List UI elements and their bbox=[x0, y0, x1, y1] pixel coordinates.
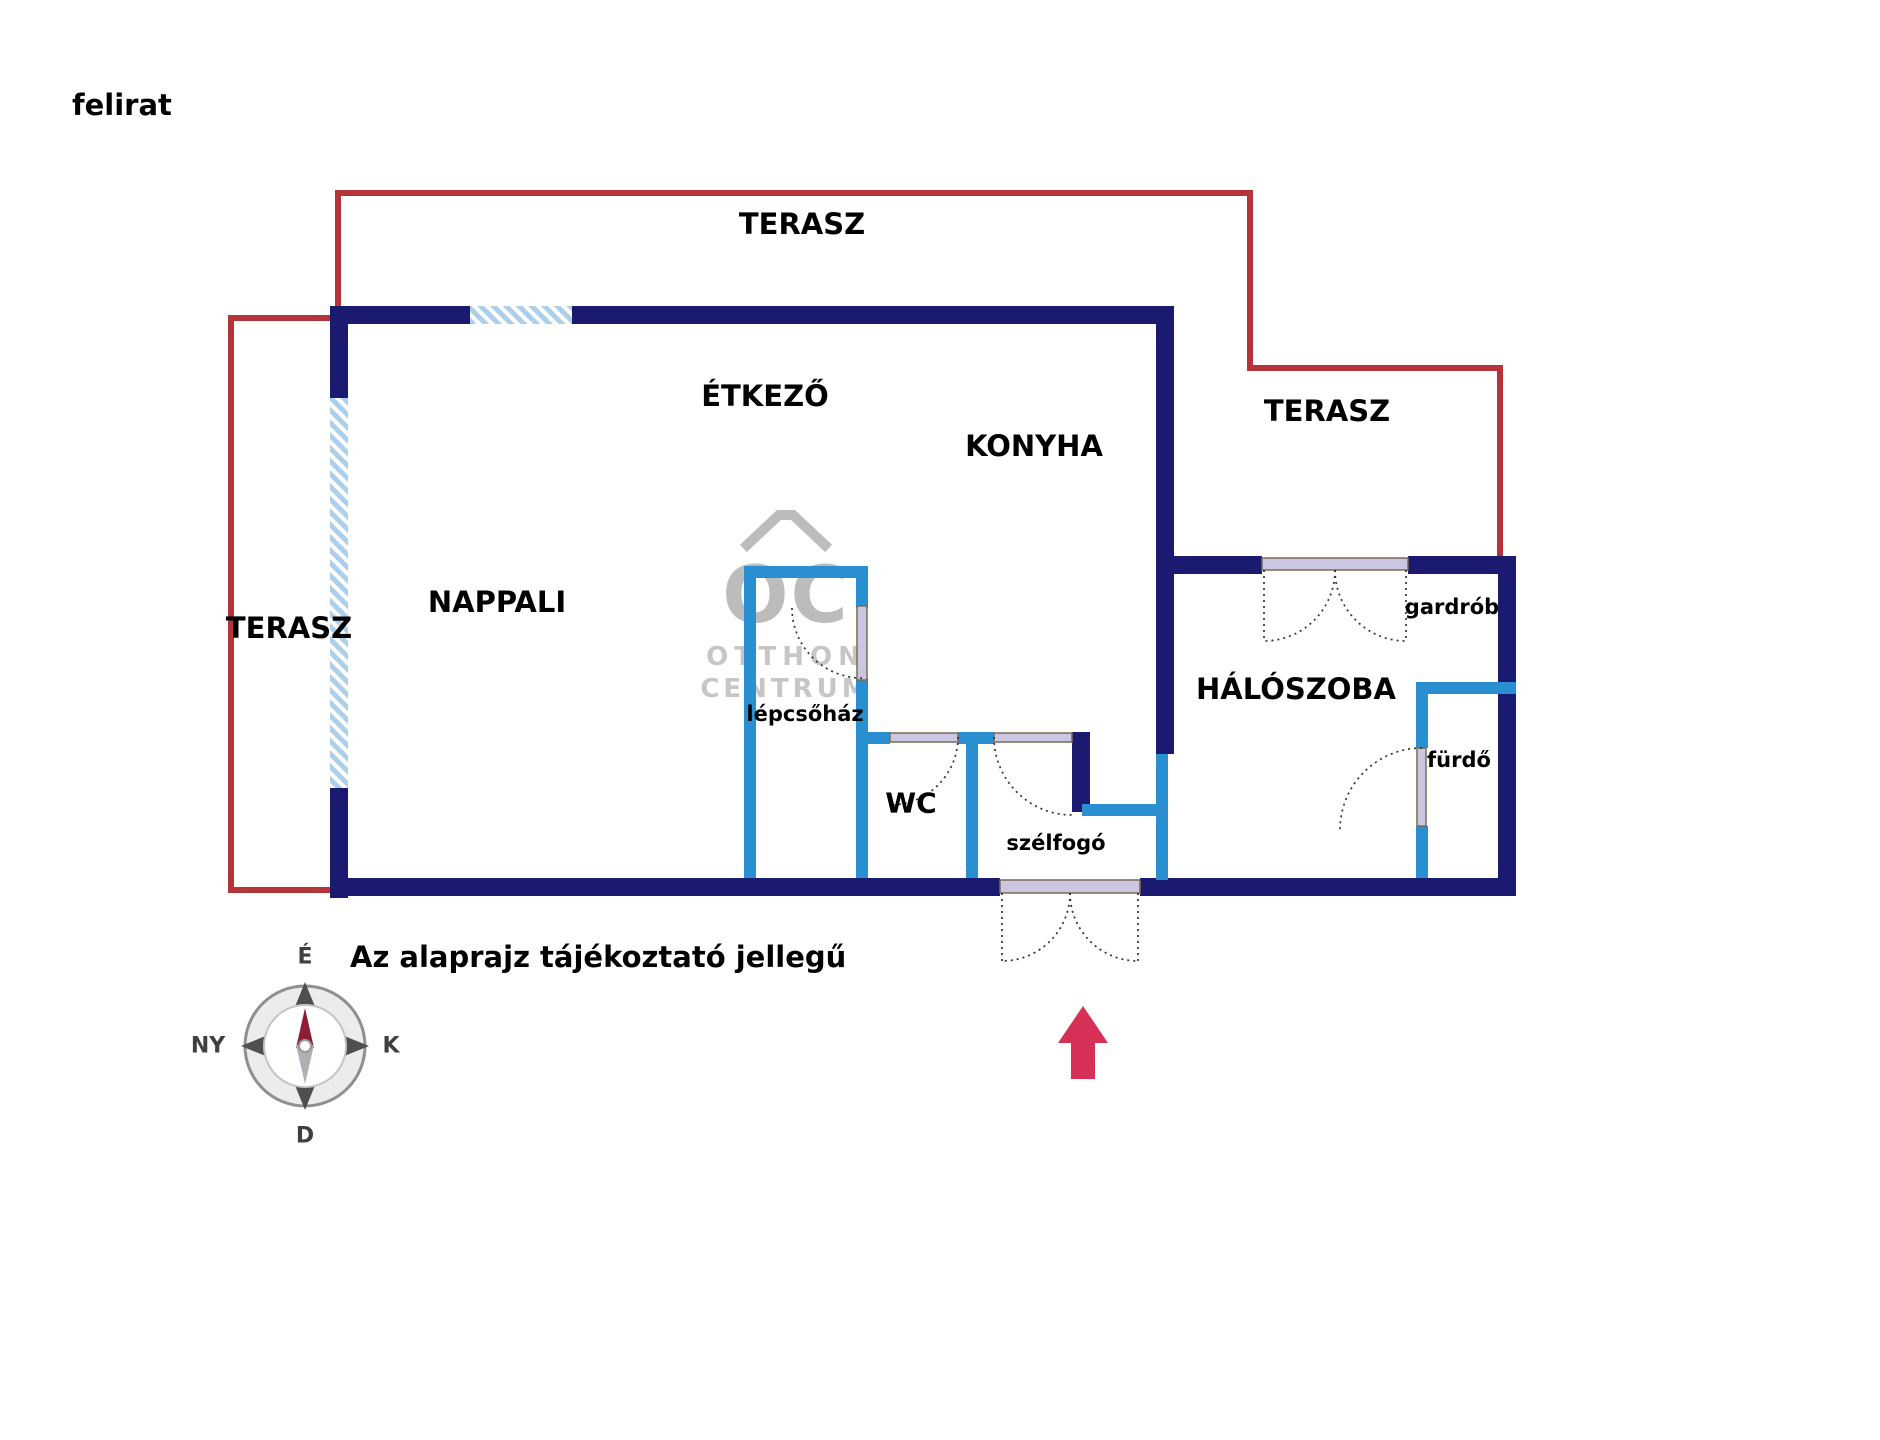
wall-top-right-segment bbox=[572, 306, 1174, 324]
room-label-szelfogo: szélfogó bbox=[1006, 831, 1106, 855]
compass-label-east: K bbox=[382, 1033, 400, 1059]
watermark-roof-icon bbox=[739, 510, 833, 553]
bathroom-top-wall bbox=[1416, 682, 1516, 694]
wall-bottom-right-segment bbox=[1140, 878, 1516, 896]
wall-middle-vertical bbox=[1156, 306, 1174, 754]
terrace-outlines bbox=[228, 190, 1503, 893]
room-label-haloszoba: HÁLÓSZOBA bbox=[1196, 672, 1396, 706]
bathroom-left-wall-lower bbox=[1416, 826, 1428, 878]
compass-needle-north bbox=[296, 1008, 314, 1048]
compass-label-south: D bbox=[295, 1123, 315, 1149]
disclaimer-text: Az alaprajz tájékoztató jellegű bbox=[350, 940, 847, 974]
stairwell-left-wall bbox=[744, 566, 756, 878]
room-label-lepcsohaz: lépcsőház bbox=[746, 702, 864, 726]
door-swing-arcs bbox=[791, 569, 1423, 962]
wardrobe-door-arc-right bbox=[1334, 569, 1407, 642]
wall-bedroom-top-right-segment bbox=[1408, 556, 1516, 574]
wc-top-wall-left bbox=[856, 732, 890, 744]
page-heading: felirat bbox=[72, 88, 172, 122]
room-label-furdo: fürdő bbox=[1427, 748, 1491, 772]
stairwell-right-wall-lower bbox=[856, 678, 868, 878]
entrance-door-arc-right bbox=[1069, 892, 1139, 962]
window-top bbox=[470, 306, 572, 324]
bathroom-left-wall-upper bbox=[1416, 682, 1428, 748]
szelfogo-inner-vertical-wall bbox=[1156, 754, 1168, 880]
stairwell-door-arc bbox=[791, 607, 863, 679]
wall-szelfogo-stub bbox=[1072, 732, 1090, 812]
terrace-left-outline bbox=[228, 315, 338, 893]
watermark-initials: OC bbox=[722, 551, 850, 641]
wall-bedroom-top-left-segment bbox=[1156, 556, 1262, 574]
watermark-name-line1: OTTHON bbox=[706, 642, 866, 672]
szelfogo-inner-horizontal-wall bbox=[1082, 804, 1168, 816]
room-label-terasz-top: TERASZ bbox=[738, 207, 866, 241]
door-lintels bbox=[856, 557, 1427, 894]
wc-door-arc bbox=[889, 736, 959, 806]
wall-left-lower bbox=[330, 788, 348, 898]
szelfogo-door-arc bbox=[993, 736, 1073, 816]
compass-label-north: É bbox=[297, 944, 313, 970]
room-label-terasz-right: TERASZ bbox=[1263, 394, 1391, 428]
terrace-top-right-outline bbox=[335, 190, 1503, 560]
entrance-door-arc-left bbox=[1001, 892, 1071, 962]
room-label-konyha: KONYHA bbox=[965, 429, 1103, 463]
entrance-arrow-icon bbox=[1058, 1006, 1108, 1079]
compass-needle-south bbox=[296, 1045, 314, 1084]
stairwell-right-wall-upper bbox=[856, 566, 868, 608]
compass-hub bbox=[298, 1039, 312, 1053]
room-label-gardrob: gardrób bbox=[1404, 595, 1500, 619]
stairwell-top-wall bbox=[744, 566, 868, 578]
szelfogo-door-lintel bbox=[993, 732, 1073, 743]
wall-right bbox=[1498, 556, 1516, 896]
wall-bottom-left-segment bbox=[330, 878, 1000, 896]
wall-top-left-segment bbox=[330, 306, 470, 324]
watermark-name-line2: CENTRUM bbox=[700, 674, 871, 704]
wall-left-upper bbox=[330, 306, 348, 398]
compass-label-west: NY bbox=[190, 1033, 226, 1059]
bathroom-door-lintel bbox=[1416, 747, 1427, 827]
stairwell-door-lintel bbox=[856, 605, 868, 681]
wardrobe-door-arc-left bbox=[1263, 569, 1336, 642]
interior-walls bbox=[744, 566, 1516, 880]
bathroom-door-arc bbox=[1339, 747, 1423, 831]
wc-right-wall bbox=[966, 732, 978, 878]
room-label-etkezo: ÉTKEZŐ bbox=[701, 379, 829, 413]
wc-door-lintel bbox=[889, 732, 959, 743]
entrance-door-lintel bbox=[999, 879, 1141, 894]
wardrobe-door-lintel bbox=[1261, 557, 1409, 571]
room-label-wc: WC bbox=[885, 786, 937, 820]
exterior-walls bbox=[330, 306, 1516, 898]
window-left bbox=[330, 398, 348, 788]
room-label-nappali: NAPPALI bbox=[427, 585, 567, 619]
watermark-logo: OC OTTHON CENTRUM bbox=[700, 510, 871, 704]
room-label-terasz-left: TERASZ bbox=[225, 611, 353, 645]
compass-rose-icon bbox=[241, 982, 369, 1110]
